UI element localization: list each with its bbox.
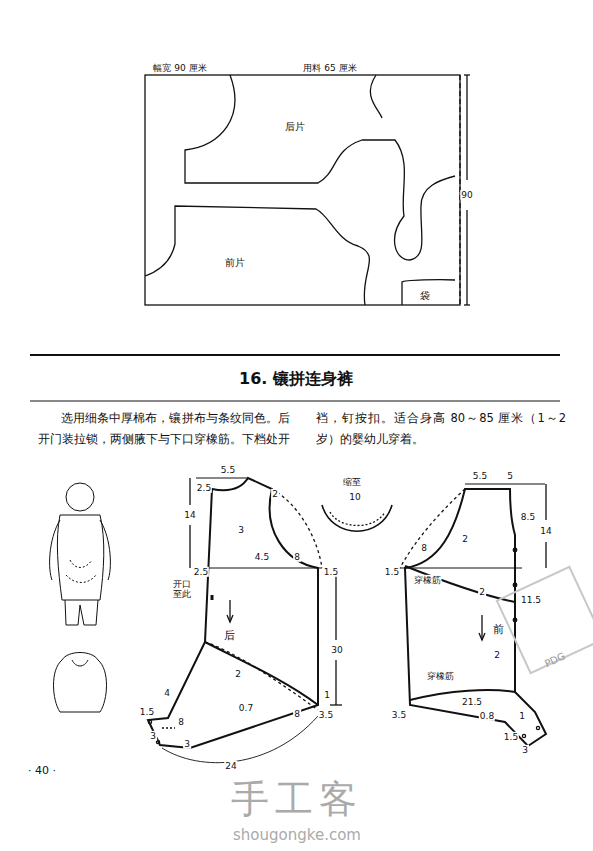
watermark: shougongke.com xyxy=(233,827,361,844)
dimension-label: 前片 xyxy=(224,257,246,269)
dimension-label: 3.5 xyxy=(318,710,334,720)
dimension-label: 8 xyxy=(293,709,301,719)
dimension-label: · 40 · xyxy=(27,765,57,778)
dimension-label: 缩至 xyxy=(342,477,362,487)
dimension-label: 8.5 xyxy=(520,512,536,522)
watermark-stamp xyxy=(497,567,593,673)
dimension-label: 幅宽 90 厘米 xyxy=(152,63,207,73)
dimension-label: 5.5 xyxy=(472,471,488,481)
dimension-label: 2 xyxy=(478,587,486,597)
description-text: 选用细条中厚棉布，镶拼布与条纹同色。后开门装拉锁，两侧腋下与下口穿橡筋。下档处开 xyxy=(38,408,290,450)
section-title: 16. 镶拼连身裤 xyxy=(239,370,353,388)
dimension-label: 10 xyxy=(348,492,361,502)
description-text: 裆，钉按扣。适合身高 80～85 厘米（1～2 岁）的婴幼儿穿着。 xyxy=(316,408,566,450)
dimension-label: 3 xyxy=(149,731,157,741)
dimension-label: 2.5 xyxy=(196,483,212,493)
dimension-label: 1 xyxy=(518,711,526,721)
dimension-label: 14 xyxy=(183,510,196,520)
dimension-label: 1.5 xyxy=(323,567,339,577)
dimension-label: 2 xyxy=(271,489,279,499)
dimension-label: 1.5 xyxy=(503,732,519,742)
dimension-label: 3 xyxy=(237,525,245,535)
dimension-label: 2 xyxy=(234,669,242,679)
dimension-label: 8 xyxy=(293,552,301,562)
dimension-label: 2.5 xyxy=(193,567,209,577)
dimension-label: 3 xyxy=(183,739,191,749)
watermark: PDG xyxy=(543,650,567,670)
dimension-label: 4.5 xyxy=(254,552,270,562)
front-piece xyxy=(405,489,546,746)
dimension-label: 3.5 xyxy=(391,710,407,720)
watermark: 手工客 xyxy=(231,778,363,822)
dimension-label: 14 xyxy=(539,526,552,536)
dimension-label: 5 xyxy=(506,471,514,481)
baby-sketch xyxy=(50,483,111,712)
dimension-label: 21.5 xyxy=(461,697,483,707)
dimension-label: 前 xyxy=(492,624,505,637)
dimension-label: 1 xyxy=(323,690,331,700)
dimension-label: 1.5 xyxy=(139,707,155,717)
dimension-label: 5.5 xyxy=(220,465,236,475)
dimension-label: 4 xyxy=(163,688,171,698)
dimension-label: 11.5 xyxy=(520,595,542,605)
back-piece xyxy=(148,478,318,748)
dimension-label: 2 xyxy=(461,534,469,544)
dimension-label: 袋 xyxy=(419,290,431,302)
dimension-label: 后片 xyxy=(284,121,306,133)
fabric-layout xyxy=(145,75,460,305)
dimension-label: 开口至此 xyxy=(172,580,192,600)
dimension-label: 8 xyxy=(420,543,428,553)
dimension-label: 0.8 xyxy=(479,711,495,721)
dimension-label: 穿橡筋 xyxy=(413,575,442,585)
dimension-label: 24 xyxy=(224,761,237,771)
dimension-label: 90 xyxy=(460,190,473,200)
dimension-label: 后 xyxy=(223,630,236,643)
dimension-label: 0.7 xyxy=(238,703,254,713)
dimension-label: 30 xyxy=(330,645,343,655)
dimension-label: 3 xyxy=(521,745,529,755)
dimension-label: 穿橡筋 xyxy=(426,671,455,681)
dimension-label: 8 xyxy=(177,717,185,727)
dimension-label: 用料 65 厘米 xyxy=(302,63,357,73)
dimension-label: 1.5 xyxy=(384,567,400,577)
dimension-label: 2 xyxy=(493,650,501,660)
